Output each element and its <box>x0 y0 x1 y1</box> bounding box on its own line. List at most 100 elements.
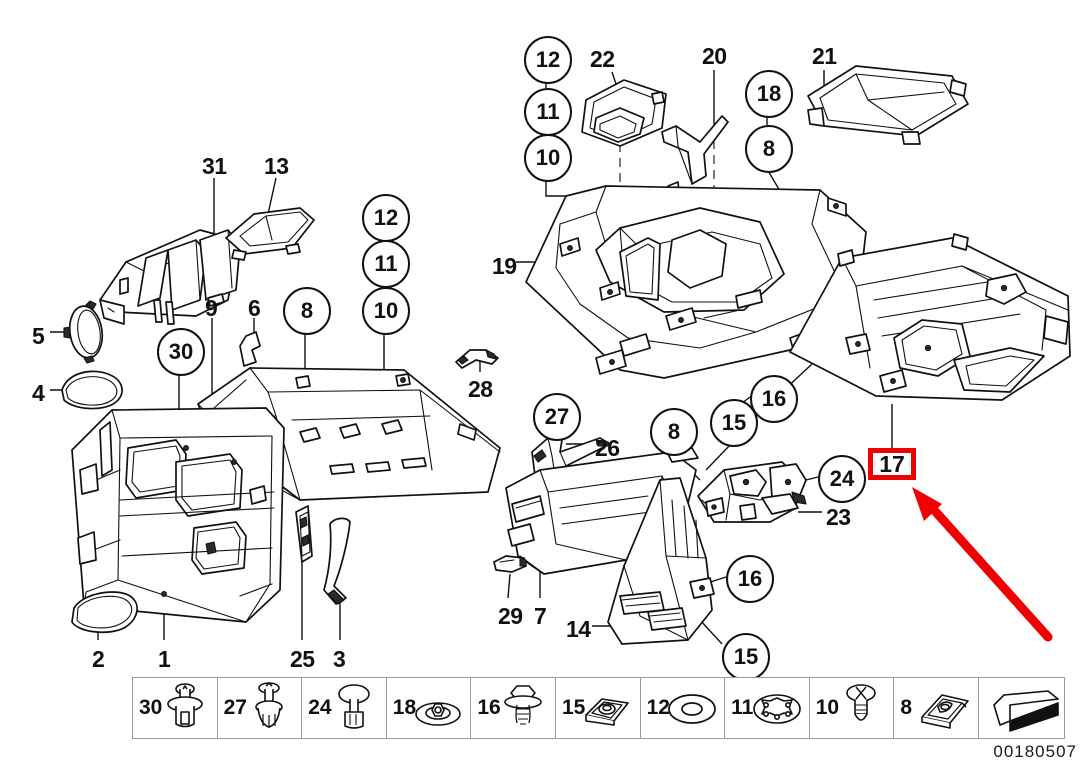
callout-8[interactable]: 8 <box>283 287 331 335</box>
callout-label: 21 <box>812 43 837 69</box>
part-31-air-duct <box>99 229 241 325</box>
part-19-engine-shield <box>525 185 867 379</box>
legend-number: 10 <box>815 696 840 719</box>
legend-cell-15[interactable]: 15 <box>556 678 641 738</box>
callout-23[interactable]: 23 <box>826 506 851 529</box>
square-clip-nut-icon <box>580 681 636 735</box>
callout-label: 18 <box>756 81 782 106</box>
callout-28[interactable]: 28 <box>468 378 493 401</box>
callout-21[interactable]: 21 <box>812 45 837 68</box>
part-5-seal-ring <box>63 300 104 364</box>
legend-cell-18[interactable]: 18 <box>387 678 472 738</box>
push-rivet-icon <box>157 681 213 735</box>
callout-9[interactable]: 9 <box>205 297 218 320</box>
callout-27[interactable]: 27 <box>533 393 581 441</box>
callout-label: 29 <box>498 603 523 629</box>
legend-number: 15 <box>561 696 586 719</box>
callout-label: 28 <box>468 376 493 402</box>
callout-15[interactable]: 15 <box>710 399 758 447</box>
part-6-bracket <box>239 331 261 367</box>
hex-flange-screw-icon <box>495 681 551 735</box>
callout-19[interactable]: 19 <box>492 255 517 278</box>
callout-label: 8 <box>300 298 314 323</box>
callout-30[interactable]: 30 <box>157 328 205 376</box>
callout-22[interactable]: 22 <box>590 48 615 71</box>
legend-cell-shape[interactable] <box>979 678 1064 738</box>
callout-label: 1 <box>158 646 171 672</box>
callout-17-highlighted[interactable]: 17 <box>868 448 916 480</box>
part-22-frame-ring <box>581 79 667 147</box>
callout-label: 5 <box>32 323 45 349</box>
legend-cell-24[interactable]: 24 <box>302 678 387 738</box>
callout-label: 30 <box>168 339 194 364</box>
callout-label: 12 <box>535 47 561 72</box>
callout-16[interactable]: 16 <box>750 375 798 423</box>
legend-number: 24 <box>308 696 332 719</box>
callout-label: 15 <box>733 644 759 669</box>
legend-number: 12 <box>646 696 670 719</box>
part-17-underbody-panel <box>789 233 1071 401</box>
callout-3[interactable]: 3 <box>333 648 346 671</box>
callout-8[interactable]: 8 <box>745 125 793 173</box>
callout-label: 24 <box>829 466 855 491</box>
callout-label: 10 <box>373 298 399 323</box>
callout-18[interactable]: 18 <box>745 70 793 118</box>
callout-5[interactable]: 5 <box>32 323 45 349</box>
callout-25[interactable]: 25 <box>290 648 315 671</box>
callout-1[interactable]: 1 <box>158 646 171 672</box>
callout-16[interactable]: 16 <box>726 555 774 603</box>
diagram-number: 00180507 <box>993 742 1077 761</box>
legend-number: 27 <box>223 696 247 719</box>
callout-label: 10 <box>535 145 561 170</box>
legend-cell-12[interactable]: 12 <box>641 678 726 738</box>
part-2-cover-cap <box>71 591 138 634</box>
legend-cell-8[interactable]: 8 <box>894 678 979 738</box>
callout-29[interactable]: 29 <box>498 605 523 628</box>
callout-label: 16 <box>761 386 787 411</box>
legend-number: 16 <box>477 696 501 719</box>
expanding-rivet-icon <box>241 681 297 735</box>
callout-11[interactable]: 11 <box>362 240 410 288</box>
legend-cell-27[interactable]: 27 <box>218 678 303 738</box>
part-4-gasket <box>61 370 123 410</box>
callout-13[interactable]: 13 <box>264 155 289 178</box>
callout-label: 2 <box>92 646 105 672</box>
callout-label: 6 <box>248 295 261 321</box>
part-29-clip <box>493 555 527 573</box>
callout-12[interactable]: 12 <box>524 36 572 84</box>
callout-label: 23 <box>826 504 851 530</box>
legend-cell-30[interactable]: 30 <box>133 678 218 738</box>
legend-cell-11[interactable]: 11 <box>725 678 810 738</box>
legend-number: 18 <box>392 696 417 719</box>
callout-label: 17 <box>879 450 905 477</box>
callout-10[interactable]: 10 <box>362 287 410 335</box>
callout-15[interactable]: 15 <box>722 633 770 681</box>
callout-20[interactable]: 20 <box>702 45 727 68</box>
star-washer-icon <box>749 681 805 735</box>
callout-label: 11 <box>374 251 398 276</box>
callout-label: 8 <box>667 419 681 444</box>
callout-31[interactable]: 31 <box>202 155 227 178</box>
legend-number: 30 <box>139 696 163 719</box>
callout-10[interactable]: 10 <box>524 134 572 182</box>
callout-7[interactable]: 7 <box>534 605 547 628</box>
legend-cell-10[interactable]: 10 <box>810 678 895 738</box>
callout-label: 16 <box>737 566 763 591</box>
sheet-metal-clip-icon <box>918 681 974 735</box>
callout-12[interactable]: 12 <box>362 194 410 242</box>
callout-label: 31 <box>202 153 227 179</box>
callout-label: 4 <box>32 380 45 406</box>
callout-label: 19 <box>492 253 517 279</box>
legend-cell-16[interactable]: 16 <box>471 678 556 738</box>
callout-26[interactable]: 26 <box>595 437 620 460</box>
callout-2[interactable]: 2 <box>92 646 105 672</box>
callout-4[interactable]: 4 <box>32 380 45 406</box>
callout-11[interactable]: 11 <box>524 88 572 136</box>
callout-6[interactable]: 6 <box>248 295 261 321</box>
callout-24[interactable]: 24 <box>818 455 866 503</box>
callout-14[interactable]: 14 <box>566 618 591 641</box>
callout-8[interactable]: 8 <box>650 408 698 456</box>
legend-number: 8 <box>900 696 913 719</box>
